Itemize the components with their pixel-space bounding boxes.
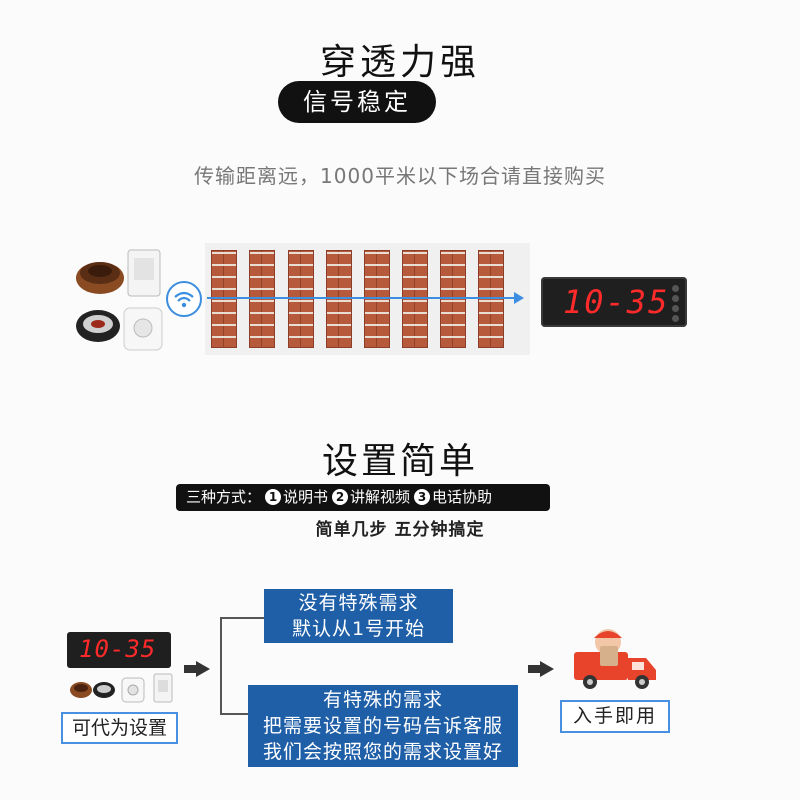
signal-line (207, 297, 517, 299)
section-title-penetration: 穿透力强 (319, 42, 480, 83)
special-needs-box: 有特殊的需求 把需要设置的号码告诉客服 我们会按照您的需求设置好 (248, 685, 518, 767)
ready-to-use-label: 入手即用 (560, 700, 670, 733)
led-display-small: 10-35 (67, 632, 171, 668)
delivery-truck-icon (574, 629, 656, 689)
brick-pillar (440, 250, 466, 348)
can-configure-label: 可代为设置 (61, 712, 178, 744)
box-line: 我们会按照您的需求设置好 (262, 741, 503, 763)
signal-stable-badge: 信号稳定 (278, 81, 436, 123)
wifi-icon (166, 281, 202, 317)
box-line: 有特殊的需求 (322, 689, 443, 711)
connector-vertical (220, 617, 222, 714)
box-line: 默认从1号开始 (291, 618, 426, 640)
connector-bottom (220, 713, 248, 715)
setup-subtitle: 简单几步 五分钟搞定 (315, 520, 485, 540)
box-line: 把需要设置的号码告诉客服 (262, 715, 503, 737)
arrow-right-icon (196, 661, 210, 677)
method-number-badge: 1 (265, 489, 282, 505)
box-line: 没有特殊需求 (298, 592, 419, 614)
brick-pillar (402, 250, 428, 348)
signal-arrow-icon (514, 292, 524, 304)
method-number-badge: 3 (414, 489, 431, 505)
brick-pillar (326, 250, 352, 348)
brick-pillar (288, 250, 314, 348)
brick-pillar (478, 250, 504, 348)
method-video: 讲解视频 (350, 488, 411, 506)
arrow-body (184, 665, 196, 673)
display-number: 10-35 (79, 635, 157, 663)
method-phone: 电话协助 (432, 488, 493, 506)
methods-prefix: 三种方式： (186, 488, 262, 506)
no-special-needs-box: 没有特殊需求 默认从1号开始 (264, 589, 453, 643)
section-title-easy-setup: 设置简单 (321, 441, 478, 482)
method-manual: 说明书 (283, 488, 329, 506)
led-display-large: 10-35 (541, 277, 687, 327)
arrow-right-icon (540, 661, 554, 677)
brick-pillar (364, 250, 390, 348)
display-number: 10-35 (563, 283, 670, 321)
brick-pillar (249, 250, 275, 348)
brick-pillar (211, 250, 237, 348)
method-number-badge: 2 (332, 489, 349, 505)
display-buttons (672, 285, 680, 325)
transmission-description: 传输距离远，1000平米以下场合请直接购买 (194, 164, 606, 188)
connector-top (220, 617, 264, 619)
pager-devices-image (76, 249, 163, 351)
pager-devices-small-image (70, 673, 173, 703)
arrow-body (528, 665, 540, 673)
